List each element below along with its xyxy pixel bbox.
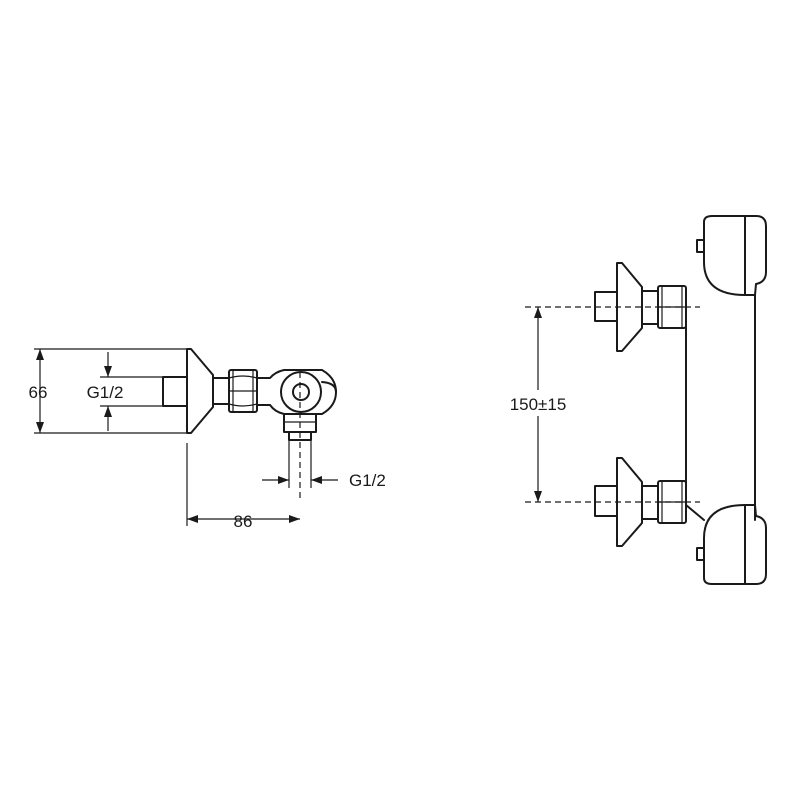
dim-g12-inlet-label: G1/2: [87, 383, 124, 402]
dim-150-label: 150±15: [510, 395, 567, 414]
front-bottom-cap: [703, 504, 767, 585]
dim-g12-inlet: [100, 352, 163, 431]
dim-150: [495, 307, 581, 502]
front-view: 150±15: [495, 215, 767, 585]
side-escutcheon: [186, 348, 214, 434]
dim-66: [34, 348, 187, 434]
side-view: 66 G1/2 G1/2 86: [29, 348, 386, 531]
front-top-cap: [703, 215, 767, 296]
side-hex-nut: [228, 369, 258, 413]
dim-g12-outlet-label: G1/2: [349, 471, 386, 490]
dim-g12-outlet: [262, 372, 338, 500]
dim-86-label: 86: [234, 512, 253, 531]
side-neck: [212, 377, 230, 405]
front-main-body: [685, 294, 756, 521]
side-body: [256, 369, 337, 415]
side-round-cartridge: [280, 371, 322, 413]
side-inlet-stub: [162, 376, 188, 407]
dim-86: [186, 443, 300, 526]
dim-66-label: 66: [29, 383, 48, 402]
